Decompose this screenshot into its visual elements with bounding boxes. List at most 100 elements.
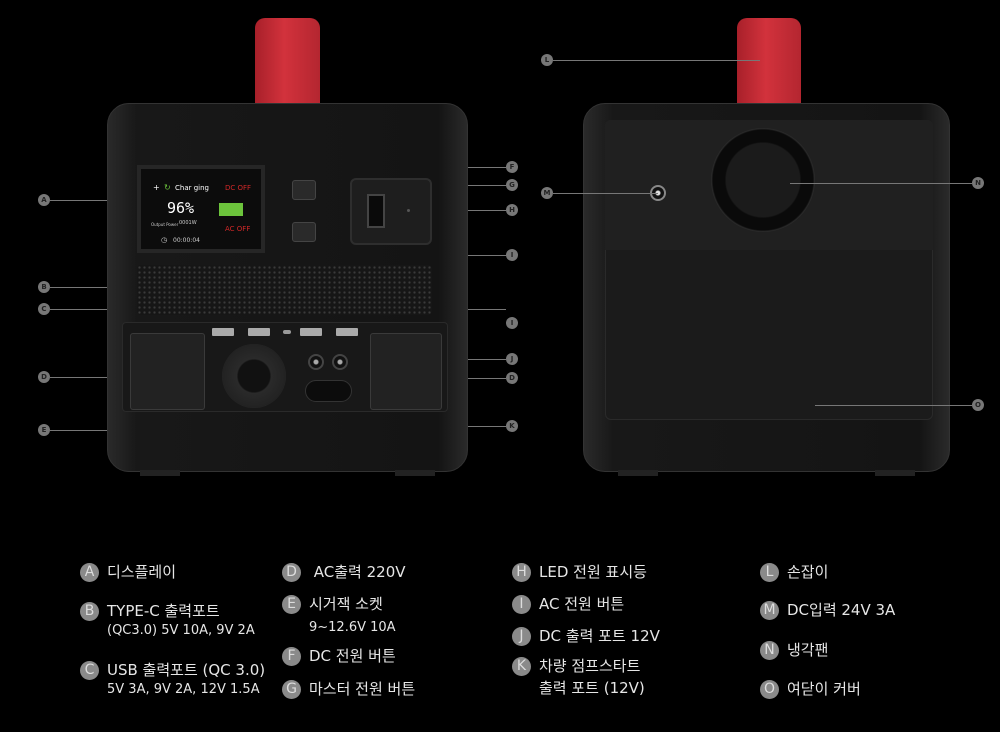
legend-text: 손잡이 — [787, 563, 829, 581]
timer-icon: ◷ — [161, 236, 168, 244]
leader-line — [815, 405, 972, 406]
legend-text: 차량 점프스타트 — [539, 657, 641, 675]
front-handle — [255, 18, 320, 106]
battery-icon — [219, 203, 243, 216]
usb-port-1 — [212, 328, 234, 336]
callout-h: H — [506, 204, 518, 216]
callout-f: F — [506, 161, 518, 173]
legend-letter-badge: E — [282, 595, 301, 614]
legend-item: H LED 전원 표시등 — [512, 563, 647, 582]
legend-letter-badge: B — [80, 602, 99, 621]
legend-letter-badge: A — [80, 563, 99, 582]
leader-line — [468, 210, 506, 211]
leader-line — [468, 378, 506, 379]
ac-power-button[interactable] — [292, 222, 316, 242]
vent-grille — [137, 265, 432, 315]
usb-port-3 — [300, 328, 322, 336]
type-c-port — [283, 330, 291, 334]
legend-text: (QC3.0) 5V 10A, 9V 2A — [107, 623, 255, 638]
legend-letter-badge: J — [512, 627, 531, 646]
legend-text: DC입력 24V 3A — [787, 601, 896, 619]
legend-text: DC 전원 버튼 — [309, 647, 396, 665]
legend-item: J DC 출력 포트 12V — [512, 627, 660, 646]
legend-item: M DC입력 24V 3A — [760, 601, 895, 620]
battery-percent: 96% — [167, 199, 195, 217]
callout-i-2: I — [506, 317, 518, 329]
callout-k: K — [506, 420, 518, 432]
legend-text: DC 출력 포트 12V — [539, 627, 660, 645]
legend-item: E 시거잭 소켓 9~12.6V 10A — [282, 595, 396, 637]
dc-port-1 — [308, 354, 324, 370]
legend-letter-badge: N — [760, 641, 779, 660]
legend-item: G 마스터 전원 버튼 — [282, 680, 415, 699]
output-value: 0001W — [179, 220, 197, 226]
timer: 00:00:04 — [173, 237, 200, 244]
leader-line — [468, 309, 506, 310]
legend-text: 시거잭 소켓 — [309, 595, 383, 613]
leader-line — [468, 359, 506, 360]
back-foot-left — [618, 470, 658, 476]
callout-a: A — [38, 194, 50, 206]
callout-m: M — [541, 187, 553, 199]
back-foot-right — [875, 470, 915, 476]
leader-line — [468, 185, 506, 186]
dc-port-2 — [332, 354, 348, 370]
callout-d-2: D — [506, 372, 518, 384]
dc-power-button[interactable] — [292, 180, 316, 200]
back-handle — [737, 18, 801, 106]
callout-c: C — [38, 303, 50, 315]
leader-line — [50, 287, 107, 288]
legend-letter-badge: K — [512, 657, 531, 676]
legend-item: L 손잡이 — [760, 563, 828, 582]
legend-text: LED 전원 표시등 — [539, 563, 647, 581]
leader-line — [468, 255, 506, 256]
front-foot-right — [395, 470, 435, 476]
legend-text: 여닫이 커버 — [787, 680, 861, 698]
legend-item: D AC출력 220V — [282, 563, 406, 582]
leader-line — [468, 426, 506, 427]
callout-n: N — [972, 177, 984, 189]
plus-icon: + — [153, 183, 160, 192]
legend-letter-badge: G — [282, 680, 301, 699]
callout-d: D — [38, 371, 50, 383]
legend-letter-badge: L — [760, 563, 779, 582]
front-view: + ↻ Char ging DC OFF 96% Output Power 00… — [0, 0, 500, 500]
back-view — [500, 0, 1000, 500]
usb-port-4 — [336, 328, 358, 336]
callout-b: B — [38, 281, 50, 293]
master-power-switch[interactable] — [367, 194, 385, 228]
legend-item: N 냉각팬 — [760, 641, 828, 660]
ac-outlet-right — [370, 333, 442, 410]
legend-text: 9~12.6V 10A — [309, 620, 396, 635]
leader-line — [50, 309, 107, 310]
callout-g: G — [506, 179, 518, 191]
cooling-fan — [711, 128, 815, 232]
legend-text: 냉각팬 — [787, 641, 829, 659]
legend-text: AC 전원 버튼 — [539, 595, 625, 613]
legend-letter-badge: H — [512, 563, 531, 582]
ac-status: AC OFF — [225, 225, 251, 233]
output-label: Output Power — [151, 222, 179, 227]
jump-start-port — [305, 380, 352, 402]
legend-letter-badge: F — [282, 647, 301, 666]
legend-text: 출력 포트 (12V) — [539, 679, 645, 697]
legend-text: 5V 3A, 9V 2A, 12V 1.5A — [107, 682, 260, 697]
callout-i: I — [506, 249, 518, 261]
legend-letter-badge: M — [760, 601, 779, 620]
callout-j: J — [506, 353, 518, 365]
charging-text: Char ging — [175, 184, 209, 192]
leader-line — [553, 60, 760, 61]
legend-text: 마스터 전원 버튼 — [309, 680, 416, 698]
leader-line — [790, 183, 972, 184]
callout-l: L — [541, 54, 553, 66]
legend-letter-badge: D — [282, 563, 301, 582]
leader-line — [50, 200, 107, 201]
legend-letter-badge: I — [512, 595, 531, 614]
leader-line — [553, 193, 658, 194]
leader-line — [468, 167, 506, 168]
